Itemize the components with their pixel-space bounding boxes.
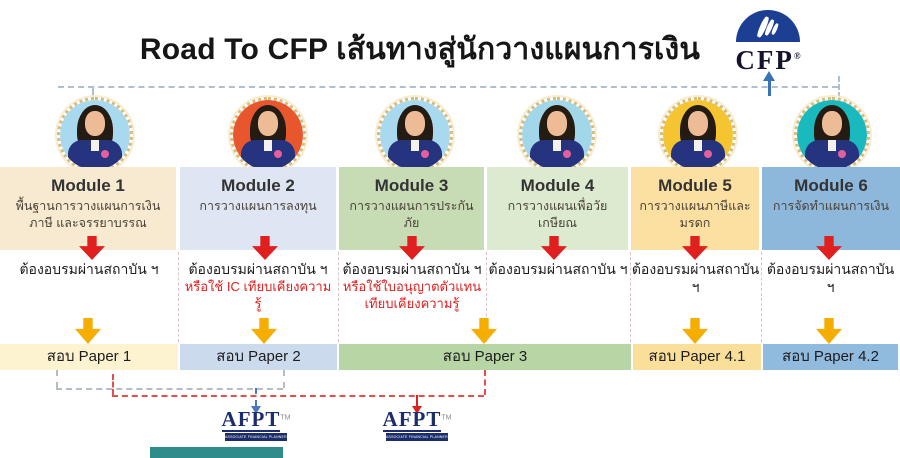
instructor-avatar-1 (57, 97, 133, 173)
module-2-box: Module 2 การวางแผนการลงทุน (180, 167, 336, 250)
bracket-blue-left-drop (56, 370, 58, 388)
module-4-subtitle: การวางแผนเพื่อวัยเกษียณ (507, 199, 608, 230)
paper-42-bar: สอบ Paper 4.2 (763, 344, 898, 370)
yellow-down-arrow-2 (251, 318, 277, 344)
module-1-title: Module 1 (51, 176, 125, 195)
training-text-5: ต้องอบรมผ่านสถาบัน ฯ (631, 261, 760, 296)
title-english: Road To CFP (139, 33, 328, 66)
red-arrow-to-afpt (416, 395, 418, 406)
training-text-3: ต้องอบรมผ่านสถาบัน ฯหรือใช้ใบอนุญาตตัวแท… (338, 260, 486, 313)
paper-2-bar: สอบ Paper 2 (180, 344, 337, 370)
registered-mark: ® (793, 51, 801, 61)
column-separator (630, 252, 631, 342)
column-separator (761, 252, 762, 342)
training-note-2: หรือใช้ IC เทียบเคียงความรู้ (184, 279, 332, 312)
bracket-blue-horizontal (56, 388, 283, 390)
instructor-avatar-4 (519, 97, 595, 173)
top-dashed-connector (58, 86, 838, 88)
column-separator (486, 252, 487, 342)
arrow-up-to-cfp-head (763, 71, 775, 81)
paper-41-bar: สอบ Paper 4.1 (633, 344, 761, 370)
top-connector-right-corner (838, 76, 840, 98)
blue-arrow-to-afpt (255, 388, 257, 406)
paper-3-bar: สอบ Paper 3 (339, 344, 631, 370)
column-separator (338, 252, 339, 342)
training-text-6: ต้องอบรมผ่านสถาบัน ฯ (766, 261, 895, 296)
afpt-banner-text: ASSOCIATE FINANCIAL PLANNER THAILAND (225, 433, 287, 441)
training-note-3: หรือใช้ใบอนุญาตตัวแทน เทียบเคียงความรู้ (342, 279, 482, 312)
afpt-logo-text: AFPT (382, 407, 442, 432)
yellow-down-arrow-3 (471, 318, 497, 344)
column-separator (178, 252, 179, 342)
instructor-avatar-5 (660, 97, 736, 173)
training-text-2: ต้องอบรมผ่านสถาบัน ฯหรือใช้ IC เทียบเคีย… (178, 260, 338, 313)
training-text-4: ต้องอบรมผ่านสถาบัน ฯ (488, 261, 628, 277)
instructor-avatar-6 (794, 97, 870, 173)
afpt-logo-left: AFPTTM ASSOCIATE FINANCIAL PLANNER THAIL… (221, 408, 291, 441)
module-6-title: Module 6 (794, 176, 868, 195)
bracket-red-horizontal (112, 395, 484, 397)
page-title: Road To CFP เส้นทางสู่นักวางแผนการเงิน (110, 26, 730, 73)
afpt-banner-text: ASSOCIATE FINANCIAL PLANNER THAILAND (386, 433, 448, 441)
module-6-box: Module 6 การจัดทำแผนการเงิน (762, 167, 900, 250)
module-2-subtitle: การวางแผนการลงทุน (199, 199, 317, 213)
title-thai: เส้นทางสู่นักวางแผนการเงิน (336, 33, 701, 66)
bracket-blue-right-drop (283, 370, 285, 388)
module-3-title: Module 3 (374, 176, 449, 195)
module-4-title: Module 4 (520, 176, 595, 195)
yellow-down-arrow-1 (75, 318, 101, 344)
bracket-red-left-drop (112, 374, 114, 395)
arrow-up-to-cfp (768, 80, 771, 96)
training-text-1: ต้องอบรมผ่านสถาบัน ฯ (19, 261, 159, 277)
cfp-logo-text: CFP® (735, 45, 801, 75)
module-5-title: Module 5 (658, 176, 732, 195)
module-5-subtitle: การวางแผนภาษีและมรดก (639, 199, 751, 230)
module-2-title: Module 2 (221, 176, 295, 195)
afpt-logo-right: AFPTTM ASSOCIATE FINANCIAL PLANNER THAIL… (382, 408, 452, 441)
red-arrow-to-afpt-head (412, 406, 422, 414)
module-3-subtitle: การวางแผนการประกันภัย (349, 199, 474, 230)
cfp-dome-icon (736, 10, 800, 42)
tm-mark: TM (280, 414, 291, 422)
afpt-logo-text: AFPT (221, 407, 281, 432)
yellow-down-arrow-5 (816, 318, 842, 344)
module-6-subtitle: การจัดทำแผนการเงิน (772, 199, 890, 213)
instructor-avatar-3 (377, 97, 453, 173)
instructor-avatar-2 (230, 97, 306, 173)
blue-arrow-to-afpt-head (251, 406, 261, 414)
cfp-logo: CFP® (728, 10, 808, 75)
top-connector-left-stub (92, 88, 94, 98)
tm-mark: TM (441, 414, 452, 422)
module-1-subtitle: พื้นฐานการวางแผนการเงิน ภาษี และจรรยาบรร… (15, 199, 161, 230)
bracket-red-right-drop (484, 370, 486, 395)
yellow-down-arrow-4 (682, 318, 708, 344)
cropped-teal-banner (150, 447, 283, 458)
paper-1-bar: สอบ Paper 1 (0, 344, 178, 370)
